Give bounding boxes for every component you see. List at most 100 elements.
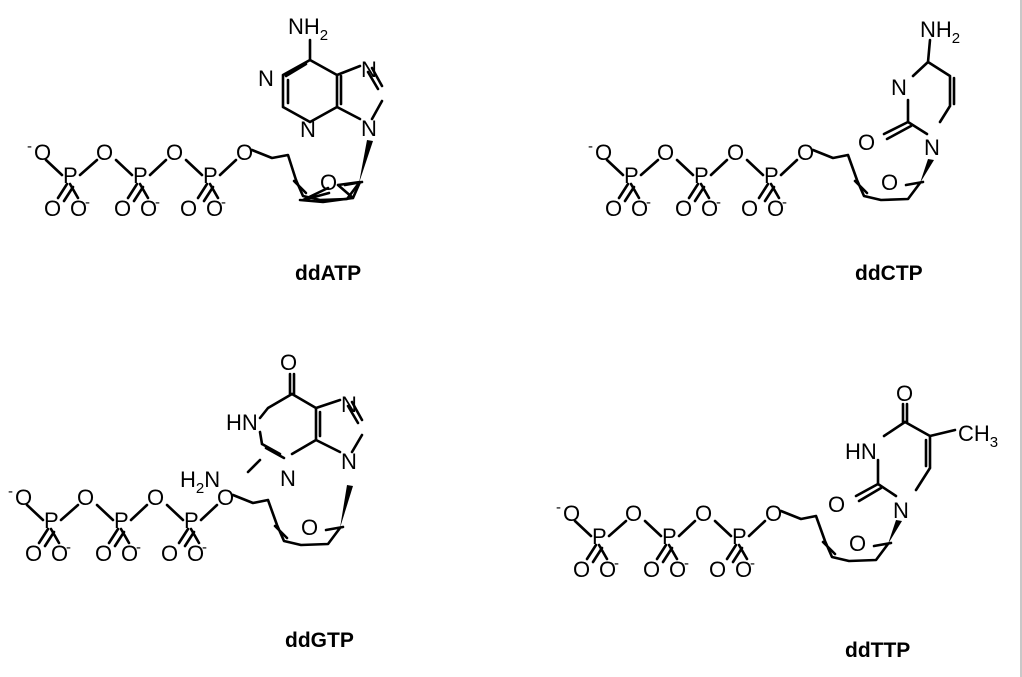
- nitrogen-atom: N: [891, 75, 907, 100]
- oxygen-atom: O: [625, 501, 642, 526]
- sugar-ring: [811, 148, 925, 202]
- amino-group: H2N: [180, 467, 220, 497]
- sugar-oxygen-atom: O: [849, 531, 866, 556]
- phosphorus-atom: P: [184, 508, 199, 533]
- sugar-ring: [231, 493, 345, 547]
- charge-label: -: [66, 539, 71, 556]
- charge-label: -: [136, 539, 141, 556]
- imino-nitrogen-atom: HN: [226, 410, 258, 435]
- sugar-ring: [779, 509, 893, 563]
- oxygen-atom: O: [858, 130, 875, 155]
- oxygen-atom: O: [675, 196, 692, 221]
- oxygen-atom: O: [727, 140, 744, 165]
- methyl-group: CH3: [958, 421, 998, 451]
- oxygen-atom: O: [709, 557, 726, 582]
- nitrogen-atom: N: [280, 466, 296, 491]
- triphosphate-chain: [605, 158, 799, 203]
- charge-label: -: [202, 539, 207, 556]
- phosphorus-atom: P: [63, 163, 78, 188]
- oxygen-atom: O: [643, 557, 660, 582]
- imino-nitrogen-atom: HN: [845, 439, 877, 464]
- compound-label: ddCTP: [855, 262, 923, 285]
- guanine-base: [246, 372, 364, 474]
- compound-label: ddATP: [295, 262, 361, 285]
- phosphorus-atom: P: [133, 163, 148, 188]
- triphosphate-chain: [25, 503, 219, 548]
- nitrogen-atom: N: [341, 392, 357, 417]
- glycosidic-bond: [920, 159, 934, 183]
- oxygen-atom: O: [828, 492, 845, 517]
- amino-group: NH2: [920, 17, 960, 47]
- nitrogen-atom: N: [300, 117, 316, 142]
- phosphorus-atom: P: [203, 163, 218, 188]
- oxygen-atom: O: [95, 541, 112, 566]
- charge-label: -: [85, 194, 90, 211]
- glycosidic-bond: [340, 485, 353, 528]
- oxygen-atom: O: [25, 541, 42, 566]
- charge-label: -: [614, 555, 619, 572]
- oxygen-atom: O: [206, 196, 223, 221]
- charge-label: -: [27, 138, 32, 155]
- oxygen-atom: O: [573, 557, 590, 582]
- nitrogen-atom: N: [893, 498, 909, 523]
- ddttp-structure: - O P O P O P O O O - O O - O O - O O HN…: [556, 381, 998, 662]
- triphosphate-chain: [573, 519, 767, 564]
- phosphorus-atom: P: [694, 163, 709, 188]
- ddctp-structure: - O P O P O P O O O - O O - O O - O NH2 …: [588, 17, 960, 285]
- oxygen-atom: O: [631, 196, 648, 221]
- adenine-base: [281, 38, 384, 124]
- phosphorus-atom: P: [732, 524, 747, 549]
- charge-label: -: [8, 483, 13, 500]
- oxygen-atom: O: [669, 557, 686, 582]
- oxygen-atom: O: [187, 541, 204, 566]
- thymine-base: [854, 402, 957, 503]
- oxygen-atom: O: [657, 140, 674, 165]
- oxygen-atom: O: [15, 485, 32, 510]
- oxygen-atom: O: [563, 501, 580, 526]
- phosphorus-atom: P: [624, 163, 639, 188]
- oxygen-atom: O: [34, 140, 51, 165]
- compound-label: ddGTP: [285, 629, 354, 652]
- triphosphate-chain: [44, 158, 238, 203]
- oxygen-atom: O: [114, 196, 131, 221]
- glycosidic-bond: [888, 520, 902, 544]
- oxygen-atom: O: [767, 196, 784, 221]
- oxygen-atom: O: [217, 485, 234, 510]
- charge-label: -: [221, 194, 226, 211]
- nitrogen-atom: N: [924, 135, 940, 160]
- compound-label: ddTTP: [845, 639, 910, 662]
- sugar-oxygen-atom: O: [301, 515, 318, 540]
- oxygen-atom: O: [44, 196, 61, 221]
- charge-label: -: [155, 194, 160, 211]
- charge-label: -: [556, 499, 561, 516]
- sugar-oxygen-atom: O: [320, 170, 337, 195]
- charge-label: -: [782, 194, 787, 211]
- cytosine-base: [882, 38, 956, 141]
- oxygen-atom: O: [797, 140, 814, 165]
- oxygen-atom: O: [180, 196, 197, 221]
- oxygen-atom: O: [96, 140, 113, 165]
- charge-label: -: [716, 194, 721, 211]
- phosphorus-atom: P: [114, 508, 129, 533]
- nitrogen-atom: N: [258, 66, 274, 91]
- charge-label: -: [646, 194, 651, 211]
- oxygen-atom: O: [140, 196, 157, 221]
- oxygen-atom: O: [121, 541, 138, 566]
- oxygen-atom: O: [280, 350, 297, 375]
- oxygen-atom: O: [765, 501, 782, 526]
- oxygen-atom: O: [701, 196, 718, 221]
- oxygen-atom: O: [166, 140, 183, 165]
- oxygen-atom: O: [741, 196, 758, 221]
- glycosidic-bond: [359, 140, 373, 183]
- oxygen-atom: O: [51, 541, 68, 566]
- oxygen-atom: O: [735, 557, 752, 582]
- sugar-ring: [250, 148, 362, 204]
- phosphorus-atom: P: [764, 163, 779, 188]
- charge-label: -: [684, 555, 689, 572]
- oxygen-atom: O: [605, 196, 622, 221]
- phosphorus-atom: P: [44, 508, 59, 533]
- oxygen-atom: O: [161, 541, 178, 566]
- charge-label: -: [588, 138, 593, 155]
- nitrogen-atom: N: [341, 449, 357, 474]
